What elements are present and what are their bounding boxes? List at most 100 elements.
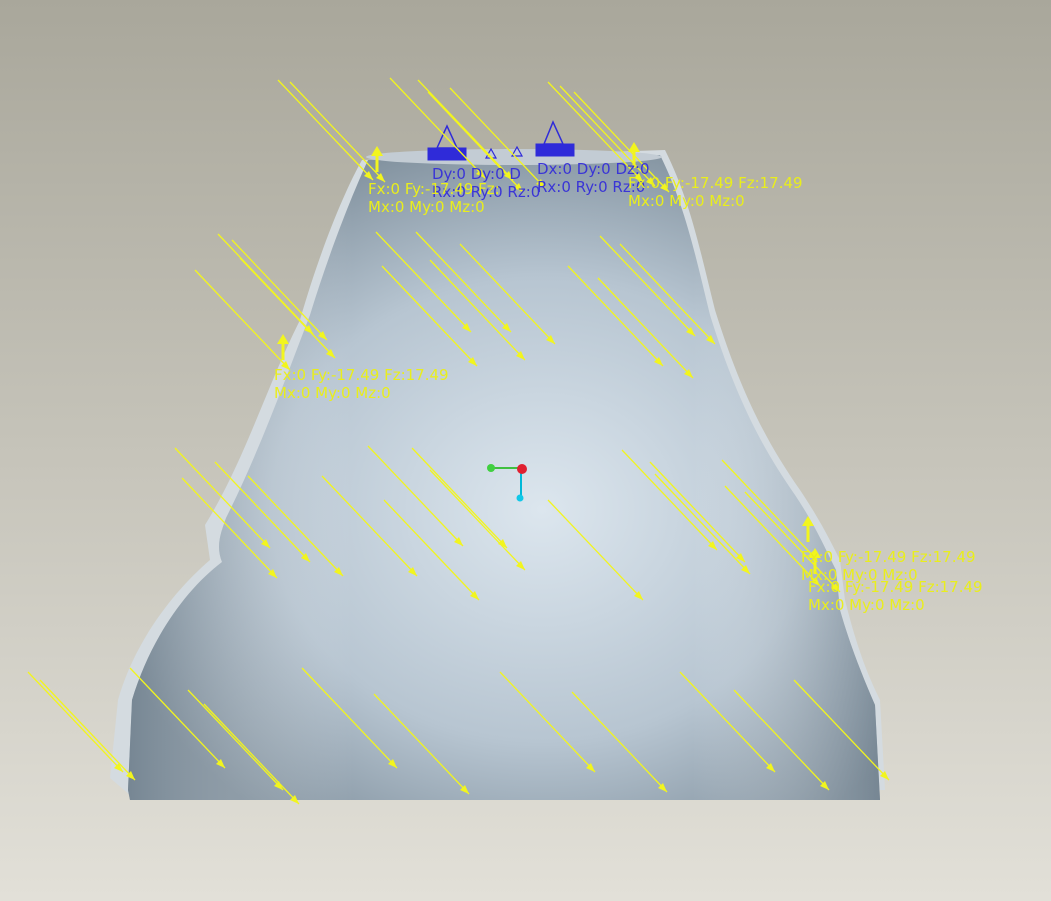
load-label-4-line2: Mx:0 My:0 Mz:0 <box>801 566 918 584</box>
load-arrow-head-icon <box>658 783 667 792</box>
load-arrow-head-icon <box>334 567 343 576</box>
up-arrow-icon <box>628 142 640 152</box>
load-arrow <box>721 459 818 561</box>
load-arrow <box>649 461 746 563</box>
load-arrow-head-icon <box>654 357 663 366</box>
load-arrow-head-icon <box>216 759 225 768</box>
load-arrow <box>449 87 546 189</box>
bell-shading <box>128 155 880 800</box>
load-arrow <box>654 473 751 575</box>
load-arrow <box>427 91 524 193</box>
load-arrow-head-icon <box>408 567 417 576</box>
load-arrow <box>724 485 821 587</box>
constraint-label-2-line1: Dx:0 Dy:0 Dz:0 <box>537 160 650 178</box>
load-arrow-head-icon <box>634 173 643 182</box>
load-arrow <box>389 77 486 179</box>
load-label-5-line1: Fx:0 Fy:-17.49 Fz:17.49 <box>808 578 983 596</box>
load-label-3-line2: Mx:0 My:0 Mz:0 <box>274 384 391 402</box>
load-arrow-head-icon <box>502 323 511 332</box>
load-arrow-head-icon <box>290 795 299 804</box>
constraint-triangle-small-2 <box>510 145 524 157</box>
load-arrow <box>289 81 386 183</box>
load-arrow <box>194 269 291 371</box>
load-arrow-head-icon <box>660 183 669 192</box>
load-arrow-head-icon <box>460 785 469 794</box>
load-arrow-head-icon <box>476 169 485 178</box>
load-arrow-head-icon <box>706 335 715 344</box>
load-arrows[interactable] <box>27 77 890 805</box>
constraint-label-2-line2: Rx:0 Ry:0 Rz:0 <box>537 178 646 196</box>
load-arrow-head-icon <box>880 771 889 780</box>
up-arrow-icon <box>371 146 383 156</box>
load-arrow <box>567 265 664 367</box>
up-arrow-icon <box>809 548 821 558</box>
load-arrow <box>411 447 508 549</box>
load-arrow-head-icon <box>686 327 695 336</box>
point-load-markers <box>277 142 821 574</box>
up-arrow-icon <box>277 334 289 344</box>
load-arrow-head-icon <box>546 335 555 344</box>
load-arrow-head-icon <box>766 763 775 772</box>
load-arrow-head-icon <box>468 357 477 366</box>
load-arrow-head-icon <box>514 183 523 192</box>
load-arrow-head-icon <box>326 349 335 358</box>
load-arrow <box>367 445 464 547</box>
load-arrow-head-icon <box>741 565 750 574</box>
load-arrow <box>429 469 526 571</box>
load-label-4: Fx:0 Fy:-17.49 Fz:17.49 Mx:0 My:0 Mz:0 <box>801 548 976 584</box>
load-arrow <box>277 79 374 181</box>
load-arrow <box>383 499 480 601</box>
load-arrow <box>27 671 124 773</box>
load-arrow <box>214 461 311 563</box>
load-arrow <box>619 243 716 345</box>
load-arrow-head-icon <box>261 539 270 548</box>
load-arrow <box>417 79 514 181</box>
load-arrow <box>599 235 696 337</box>
load-arrow <box>744 491 841 593</box>
load-arrow <box>621 449 718 551</box>
load-arrow <box>679 671 776 773</box>
load-arrow-head-icon <box>516 561 525 570</box>
load-arrow-head-icon <box>388 759 397 768</box>
constraint-label-2: Dx:0 Dy:0 Dz:0 Rx:0 Ry:0 Rz:0 <box>537 160 650 196</box>
constraint-base-right <box>535 143 575 157</box>
load-arrow-head-icon <box>516 351 525 360</box>
load-arrow <box>415 231 512 333</box>
load-arrow <box>129 667 226 769</box>
load-arrow-head-icon <box>634 591 643 600</box>
load-label-1-line1: Fx:0 Fy:-17.49 Fz: <box>368 180 500 198</box>
load-arrow-head-icon <box>114 763 123 772</box>
load-arrow <box>793 679 890 781</box>
load-label-3: Fx:0 Fy:-17.49 Fz:17.49 Mx:0 My:0 Mz:0 <box>274 366 449 402</box>
constraint-symbols[interactable] <box>427 120 575 161</box>
bell-model[interactable] <box>110 149 885 800</box>
load-arrow <box>247 475 344 577</box>
load-arrow-head-icon <box>274 781 283 790</box>
load-label-2-line1: Fx:0 Fy:-17.49 Fz:17.49 <box>628 174 803 192</box>
load-label-1-line2: Mx:0 My:0 Mz:0 <box>368 198 485 216</box>
load-arrow <box>187 689 284 791</box>
load-arrow-head-icon <box>831 583 840 592</box>
load-arrow-head-icon <box>376 173 385 182</box>
load-label-2-line2: Mx:0 My:0 Mz:0 <box>628 192 745 210</box>
load-arrow-head-icon <box>454 537 463 546</box>
load-label-5: Fx:0 Fy:-17.49 Fz:17.49 Mx:0 My:0 Mz:0 <box>808 578 983 614</box>
constraint-label-1-line2: Rx:0 Ry:0 Rz:0 <box>432 183 541 201</box>
load-label-1: Fx:0 Fy:-17.49 Fz: Mx:0 My:0 Mz:0 <box>368 180 500 216</box>
constraint-triangle-right <box>542 120 565 145</box>
load-arrow <box>381 265 478 367</box>
load-arrow <box>459 243 556 345</box>
load-arrow <box>429 259 526 361</box>
load-arrow-head-icon <box>281 361 290 370</box>
load-arrow-head-icon <box>498 539 507 548</box>
load-arrow <box>181 477 278 579</box>
load-arrow-head-icon <box>820 781 829 790</box>
constraint-label-1: Dy:0 Dy:0 D Rx:0 Ry:0 Rz:0 <box>432 165 540 201</box>
load-arrow <box>499 671 596 773</box>
load-arrow <box>733 689 830 791</box>
load-arrow-head-icon <box>684 369 693 378</box>
load-arrow <box>321 475 418 577</box>
load-arrow <box>174 447 271 549</box>
